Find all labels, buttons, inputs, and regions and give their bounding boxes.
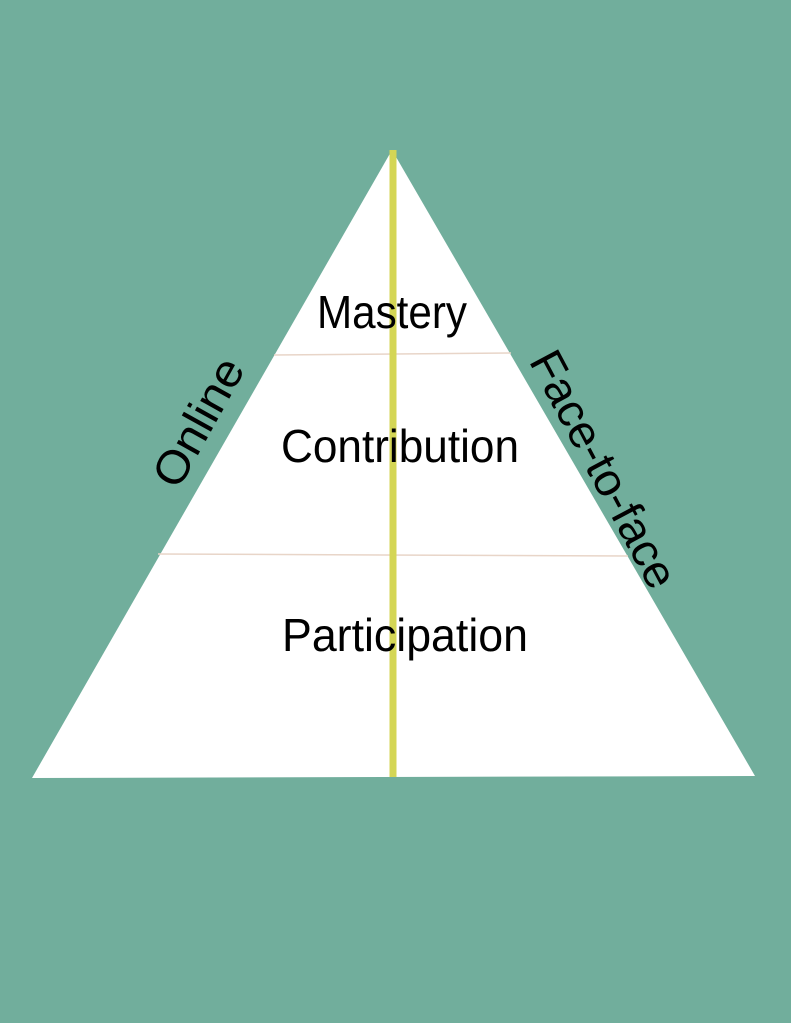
tier-label-contribution: Contribution (281, 420, 519, 472)
tier-label-mastery: Mastery (317, 286, 467, 338)
tier-label-participation: Participation (282, 609, 528, 661)
